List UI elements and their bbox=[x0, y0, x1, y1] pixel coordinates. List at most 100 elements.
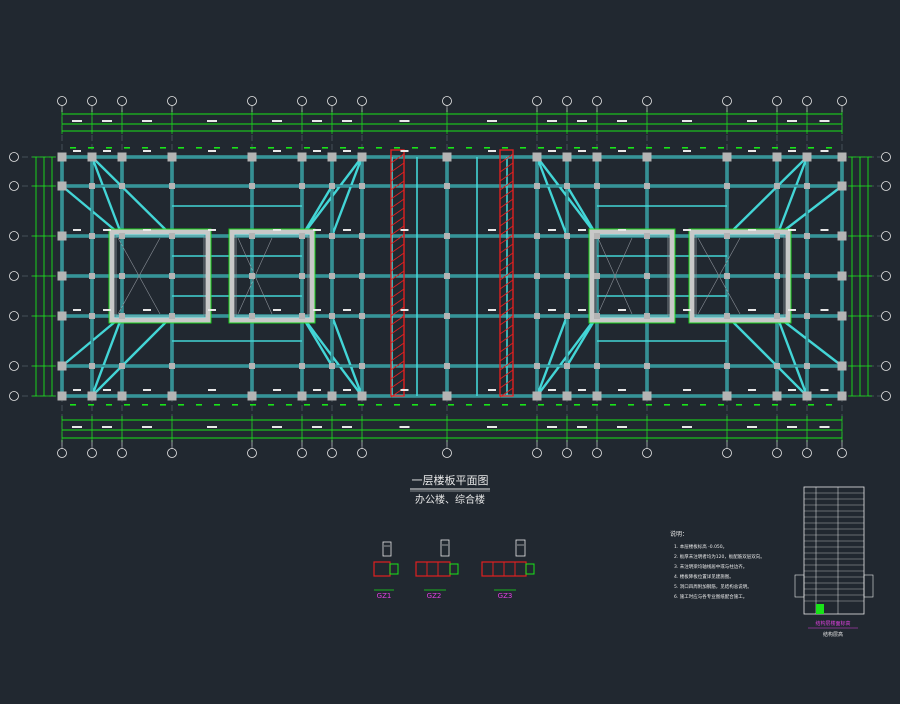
dimension-text-mark bbox=[617, 120, 627, 122]
diagonal-beam bbox=[726, 156, 808, 237]
opening-hatch bbox=[499, 252, 514, 263]
axis-bubble bbox=[881, 311, 891, 321]
column bbox=[802, 391, 812, 401]
rebar-mark bbox=[646, 404, 652, 406]
beam-label-mark bbox=[208, 309, 216, 311]
beam-label-mark bbox=[400, 389, 409, 391]
rebar-mark bbox=[268, 404, 274, 406]
core-wall-inner bbox=[115, 235, 205, 317]
column bbox=[87, 391, 97, 401]
rebar-mark bbox=[448, 147, 454, 149]
rebar-mark bbox=[430, 404, 436, 406]
rebar-mark bbox=[808, 404, 814, 406]
axis-bubble bbox=[442, 448, 452, 458]
dimension-text-mark bbox=[577, 426, 587, 428]
opening-hatch bbox=[390, 234, 405, 245]
column bbox=[837, 231, 847, 241]
column bbox=[299, 273, 305, 279]
beam-label-mark bbox=[343, 229, 351, 231]
dimension-text-mark bbox=[72, 426, 82, 428]
rebar-mark bbox=[322, 147, 328, 149]
column bbox=[329, 233, 335, 239]
axis-bubble bbox=[167, 96, 177, 106]
column bbox=[119, 273, 125, 279]
beam-label-mark bbox=[788, 309, 796, 311]
core-trim bbox=[108, 228, 212, 324]
column bbox=[534, 183, 540, 189]
axis-bubble bbox=[9, 391, 19, 401]
axis-bubble bbox=[837, 448, 847, 458]
column bbox=[359, 273, 365, 279]
rebar-mark bbox=[178, 404, 184, 406]
beam-label-mark bbox=[103, 150, 111, 152]
diagonal-beams bbox=[61, 156, 843, 397]
rebar-mark bbox=[142, 404, 148, 406]
rebar-mark bbox=[718, 404, 724, 406]
opening-hatch bbox=[499, 279, 514, 290]
beam-label-mark bbox=[488, 309, 496, 311]
column bbox=[169, 183, 175, 189]
diagonal-beam bbox=[535, 315, 569, 397]
core-cross bbox=[597, 237, 633, 315]
column bbox=[359, 183, 365, 189]
beam-label-mark bbox=[578, 309, 586, 311]
column bbox=[329, 313, 335, 319]
opening-hatch bbox=[499, 306, 514, 317]
beam-label-mark bbox=[748, 229, 756, 231]
opening-hatch bbox=[390, 162, 405, 173]
axis-bubble bbox=[57, 448, 67, 458]
rebar-mark bbox=[754, 404, 760, 406]
axis-bubble bbox=[327, 96, 337, 106]
column bbox=[562, 152, 572, 162]
beam-label-mark bbox=[313, 309, 321, 311]
rebar-mark bbox=[808, 147, 814, 149]
opening-hatch bbox=[390, 369, 405, 380]
column bbox=[532, 152, 542, 162]
rebar-mark bbox=[430, 147, 436, 149]
rebar-mark bbox=[448, 404, 454, 406]
column bbox=[89, 233, 95, 239]
general-notes: 说明： 1. 本层楼板标高 -0.050。 2. 板厚未注明者均为120，板配筋… bbox=[670, 530, 765, 600]
column bbox=[532, 391, 542, 401]
rebar-mark bbox=[664, 147, 670, 149]
diagonal-beam bbox=[90, 156, 124, 237]
axis-bubble bbox=[881, 391, 891, 401]
rebar-mark bbox=[628, 147, 634, 149]
column bbox=[442, 391, 452, 401]
diagonal-beam bbox=[300, 315, 334, 367]
dimension-text-mark bbox=[312, 426, 322, 428]
axis-bubble bbox=[357, 448, 367, 458]
rebar-mark bbox=[124, 404, 130, 406]
diagonal-beam bbox=[775, 156, 809, 237]
dimension-text-mark bbox=[819, 120, 830, 122]
dimension-text-mark bbox=[272, 426, 282, 428]
beam-label-mark bbox=[578, 389, 586, 391]
core-cross bbox=[117, 237, 161, 315]
column bbox=[247, 152, 257, 162]
core-wall-inner bbox=[695, 235, 785, 317]
beam-label-mark bbox=[618, 309, 626, 311]
opening-hatch bbox=[390, 351, 405, 362]
axis-bubble bbox=[642, 96, 652, 106]
beam-label-mark bbox=[788, 229, 796, 231]
axis-bubble bbox=[117, 96, 127, 106]
beam-label-mark bbox=[73, 229, 81, 231]
opening-hatch bbox=[499, 261, 514, 272]
column bbox=[167, 391, 177, 401]
axis-bubble bbox=[722, 96, 732, 106]
dimension-text-mark bbox=[747, 120, 757, 122]
axis-bubble bbox=[562, 448, 572, 458]
axis-bubble bbox=[9, 311, 19, 321]
dimension-text-mark bbox=[547, 426, 557, 428]
section-gz1: GZ1 bbox=[373, 541, 399, 600]
beam-label-mark bbox=[618, 150, 626, 152]
rebar-mark bbox=[736, 147, 742, 149]
rebar-mark bbox=[682, 404, 688, 406]
rebar-mark bbox=[250, 404, 256, 406]
column bbox=[802, 152, 812, 162]
column bbox=[117, 152, 127, 162]
column bbox=[299, 233, 305, 239]
column bbox=[804, 233, 810, 239]
column bbox=[297, 152, 307, 162]
rebar-mark bbox=[106, 404, 112, 406]
